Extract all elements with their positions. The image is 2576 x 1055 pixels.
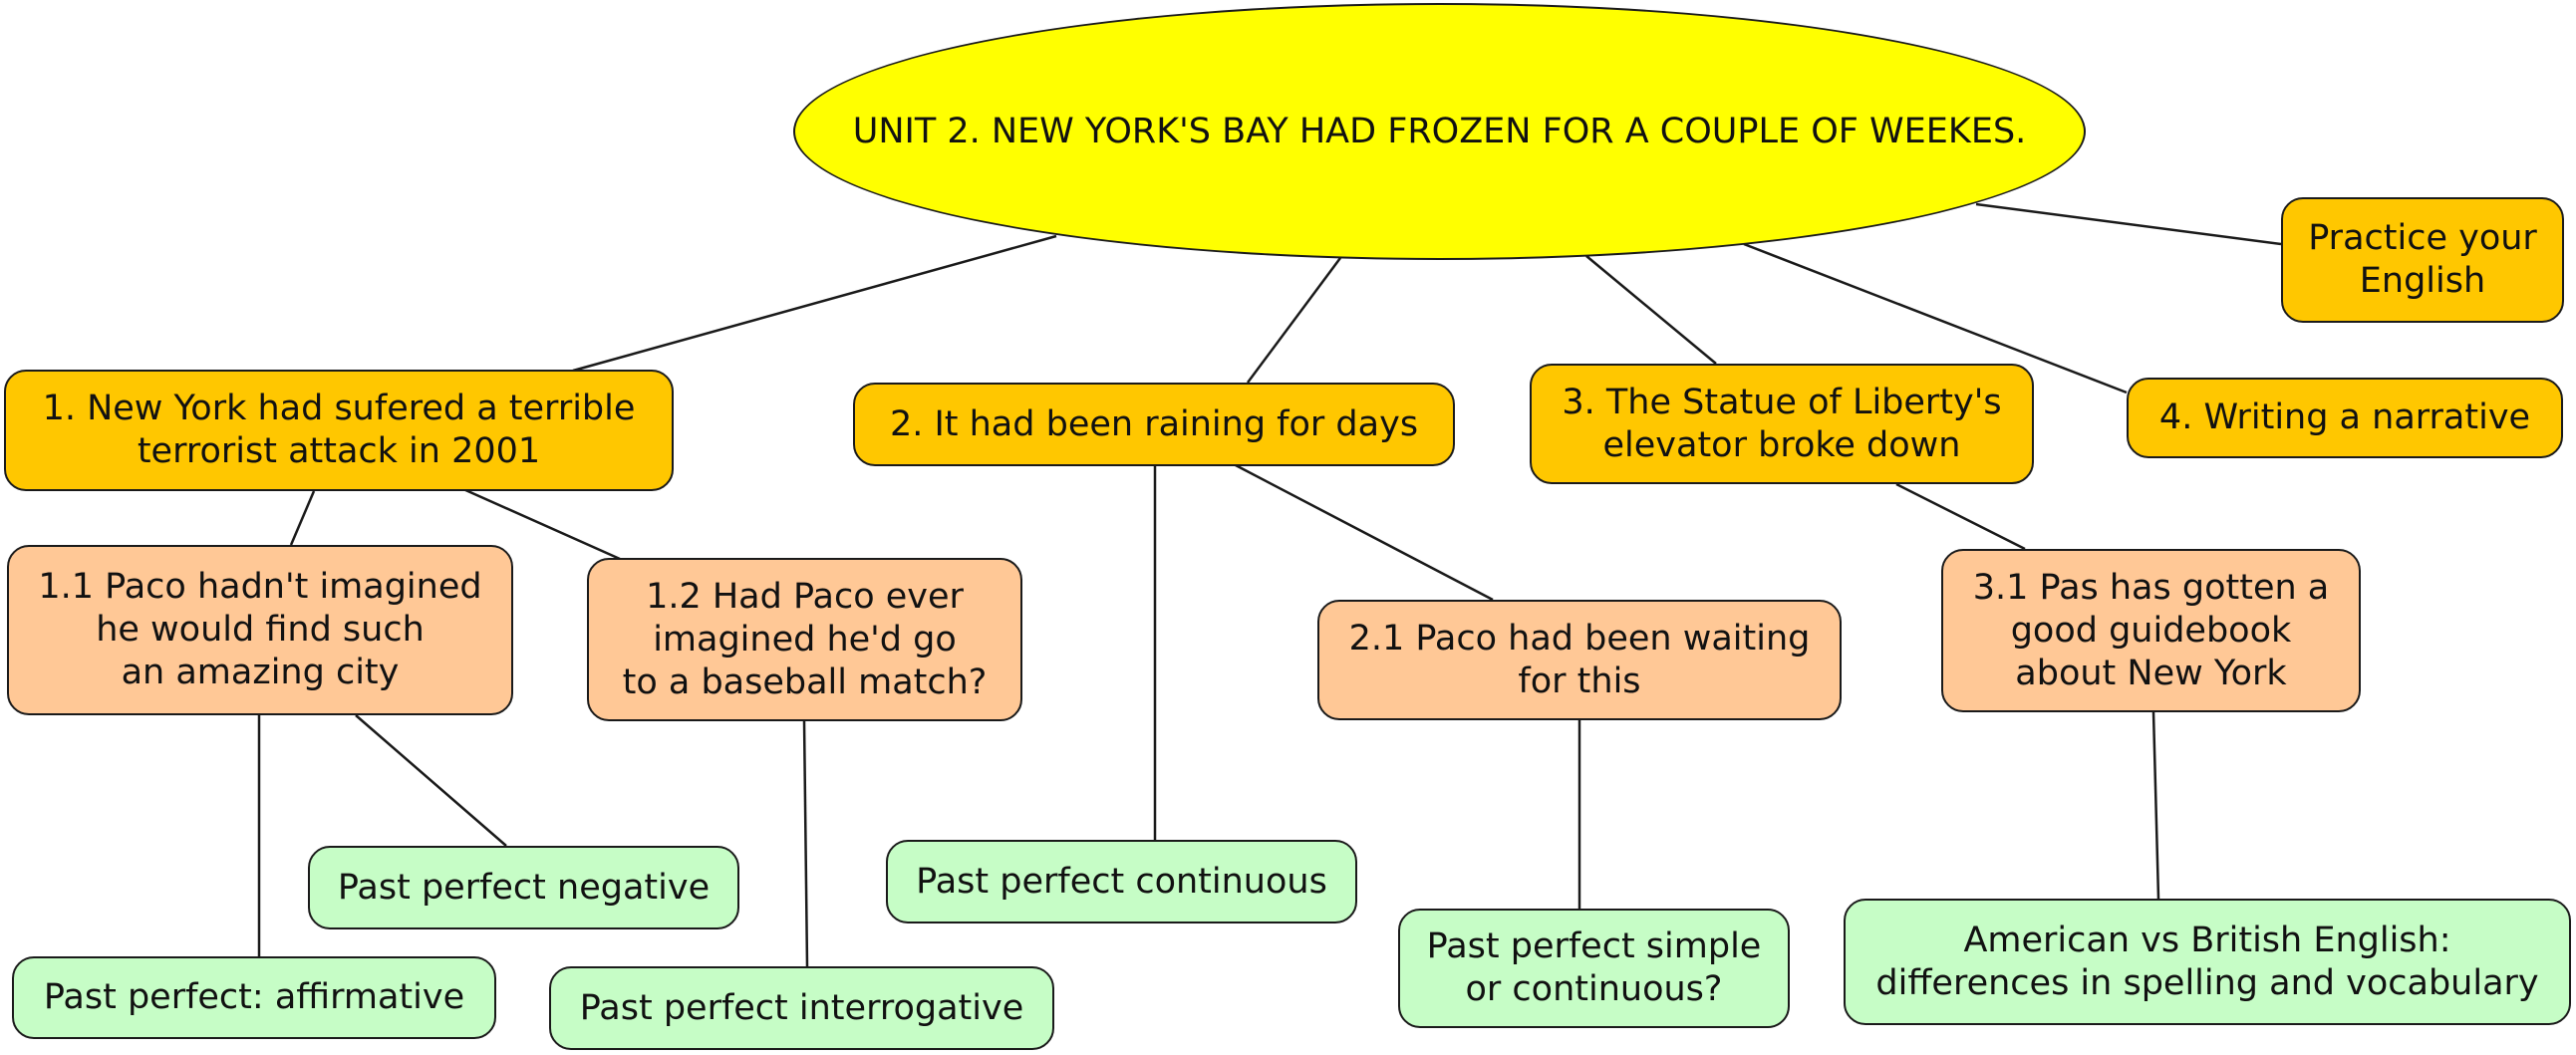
link-sub1-negative [355, 714, 507, 847]
grammar-past-perfect-negative-node[interactable]: Past perfect negative [308, 846, 739, 929]
grammar-simple-or-continuous-node[interactable]: Past perfect simple or continuous? [1398, 909, 1790, 1028]
grammar-past-perfect-affirmative-node[interactable]: Past perfect: affirmative [12, 956, 496, 1039]
vocabulary-american-british-node[interactable]: American vs British English: differences… [1844, 899, 2571, 1025]
link-topic1-sub1 [289, 490, 316, 546]
subtopic-3-1-node[interactable]: 3.1 Pas has gotten a good guidebook abou… [1941, 549, 2361, 712]
link-root-topic4 [1743, 242, 2128, 395]
root-topic-ellipse[interactable]: UNIT 2. NEW YORK'S BAY HAD FROZEN FOR A … [793, 3, 2086, 260]
grammar-past-perfect-continuous-node[interactable]: Past perfect continuous [886, 840, 1357, 923]
link-root-topic2 [1246, 257, 1342, 384]
topic-4-node[interactable]: 4. Writing a narrative [2127, 378, 2563, 458]
subtopic-1-2-node[interactable]: 1.2 Had Paco ever imagined he'd go to a … [587, 558, 1022, 721]
topic-1-node[interactable]: 1. New York had sufered a terrible terro… [4, 370, 674, 491]
link-sub31-american [2151, 711, 2160, 900]
link-root-topic1 [572, 234, 1057, 373]
link-root-practice [1975, 202, 2282, 246]
topic-3-node[interactable]: 3. The Statue of Liberty's elevator brok… [1530, 364, 2034, 484]
topic-2-node[interactable]: 2. It had been raining for days [853, 383, 1455, 466]
link-topic3-sub31 [1895, 482, 2026, 551]
subtopic-2-1-node[interactable]: 2.1 Paco had been waiting for this [1317, 600, 1842, 720]
subtopic-1-1-node[interactable]: 1.1 Paco hadn't imagined he would find s… [7, 545, 513, 715]
link-sub2-interrogative [802, 720, 809, 967]
link-root-topic3 [1585, 255, 1717, 365]
practice-english-node[interactable]: Practice your English [2281, 197, 2564, 323]
link-topic1-sub2 [462, 487, 621, 561]
link-topic2-sub21 [1233, 462, 1494, 602]
grammar-past-perfect-interrogative-node[interactable]: Past perfect interrogative [549, 966, 1054, 1050]
